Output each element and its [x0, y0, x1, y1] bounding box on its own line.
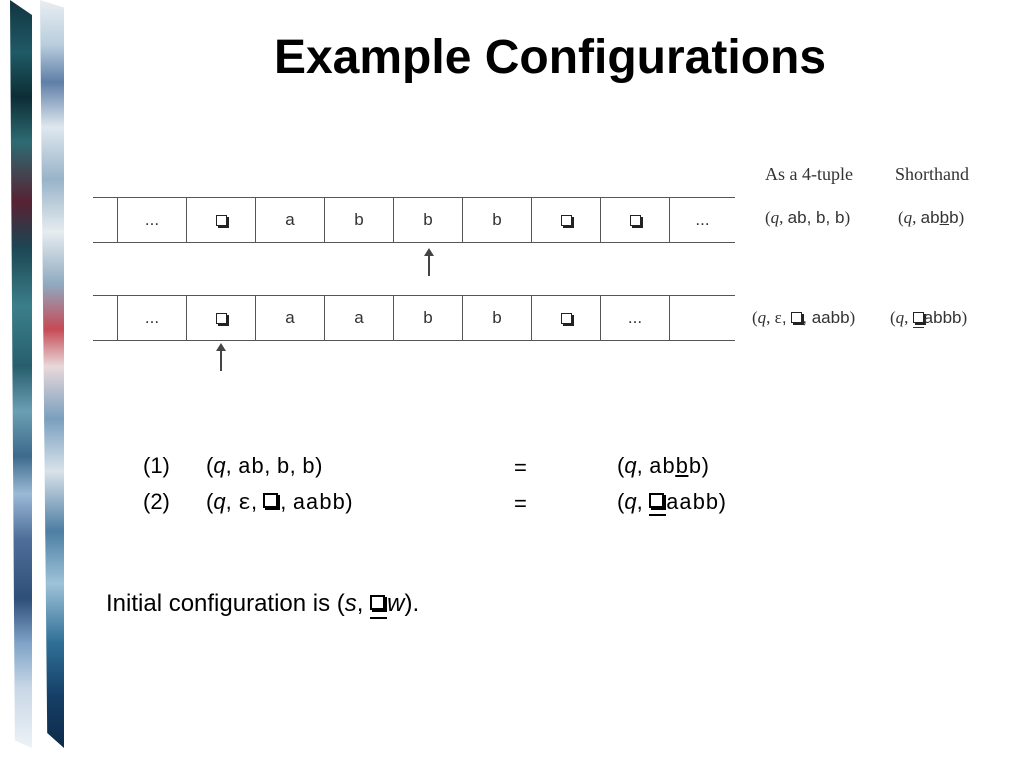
blank-symbol-icon	[560, 214, 572, 226]
header-shorthand: Shorthand	[895, 164, 969, 184]
tape-cell: b	[324, 198, 393, 242]
tape-cell: ...	[669, 198, 735, 242]
tape-1: ... a b b b ...	[93, 197, 735, 243]
blank-symbol-icon	[370, 595, 386, 610]
equation-1-shorthand: (q, abbb)	[617, 453, 709, 480]
tape-cell: b	[393, 296, 462, 340]
tape-cell: b	[462, 296, 531, 340]
blank-symbol-icon	[263, 493, 279, 508]
equation-row-1: (1)	[143, 453, 170, 478]
tape2-tuple: (q, ε, , aabb)	[752, 308, 856, 327]
tape-cell	[531, 198, 600, 242]
tape-cell: ...	[117, 198, 186, 242]
blank-symbol-icon	[629, 214, 641, 226]
equation-2-shorthand: (q, aabb)	[617, 489, 726, 516]
blank-symbol-icon	[791, 312, 803, 323]
blank-symbol-icon	[215, 214, 227, 226]
decorative-strip-left	[10, 0, 32, 748]
equation-2-tuple: (q, ε, , aabb)	[206, 489, 353, 516]
tape-cell: a	[255, 198, 324, 242]
tape-cell	[669, 296, 735, 340]
head-arrow-icon	[424, 248, 434, 276]
page-title: Example Configurations	[273, 31, 827, 84]
equation-1-equals: =	[514, 455, 527, 480]
tape1-shorthand: (q, abbb)	[898, 208, 965, 227]
tape-cell: a	[255, 296, 324, 340]
tape-2: ... a a b b ...	[93, 295, 735, 341]
tape-cell	[600, 198, 669, 242]
initial-configuration-text: Initial configuration is (s, w).	[106, 590, 420, 619]
tape-cell: b	[393, 198, 462, 242]
blank-symbol-icon	[560, 312, 572, 324]
tape-cell	[186, 198, 255, 242]
blank-symbol-icon	[215, 312, 227, 324]
blank-symbol-icon	[912, 312, 924, 323]
tape1-tuple: (q, ab, b, b)	[765, 208, 851, 227]
tape-cell	[531, 296, 600, 340]
tape-cell: ...	[117, 296, 186, 340]
tape-cell: ...	[600, 296, 669, 340]
tape2-shorthand: (q, abbb)	[890, 308, 968, 328]
equation-1-tuple: (q, ab, b, b)	[206, 453, 323, 480]
decorative-strip-right	[40, 0, 64, 748]
equation-row-2: (2)	[143, 489, 170, 514]
tape-cell	[186, 296, 255, 340]
header-tuple: As a 4-tuple	[765, 164, 853, 184]
head-arrow-icon	[216, 343, 226, 371]
tape-cell: a	[324, 296, 393, 340]
tape-cell: b	[462, 198, 531, 242]
equation-2-equals: =	[514, 491, 527, 516]
blank-symbol-icon	[648, 493, 664, 508]
